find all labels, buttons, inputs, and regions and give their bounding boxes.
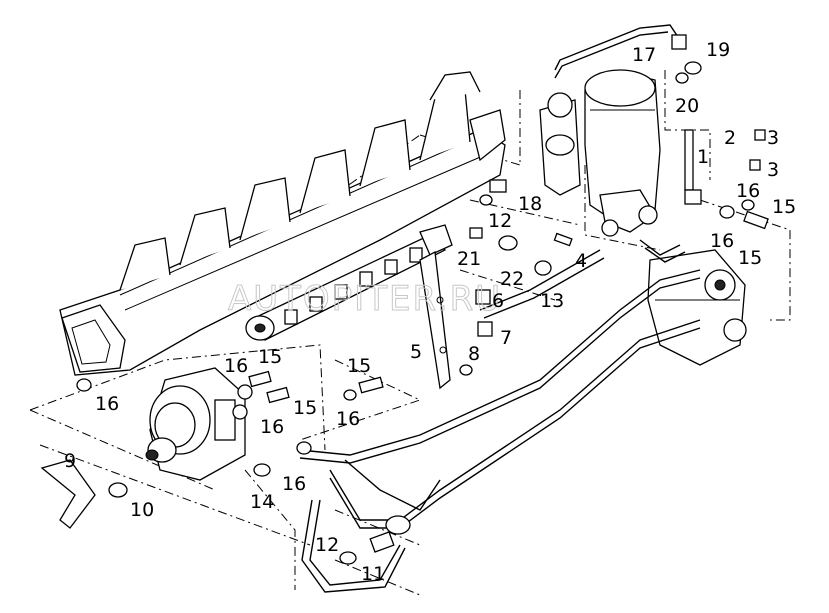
callout-15a: 15 — [258, 346, 282, 368]
callout-5: 5 — [410, 341, 422, 363]
callout-16f: 16 — [736, 180, 760, 202]
callout-12b: 12 — [315, 534, 339, 556]
callout-17: 17 — [632, 44, 656, 66]
fuel-lines — [299, 24, 701, 593]
callout-22: 22 — [500, 268, 524, 290]
callout-16e: 16 — [282, 473, 306, 495]
callout-16b: 16 — [224, 355, 248, 377]
rail-ports — [284, 247, 423, 325]
fuel-filter-assembly — [539, 69, 661, 237]
callout-12a: 12 — [488, 210, 512, 232]
high-pressure-pump — [145, 367, 253, 481]
callout-2: 2 — [724, 127, 736, 149]
callout-13: 13 — [540, 290, 564, 312]
callout-21: 21 — [457, 248, 481, 270]
callout-7: 7 — [500, 327, 512, 349]
callout-6: 6 — [492, 290, 504, 312]
callout-15b: 15 — [293, 397, 317, 419]
fittings-and-fasteners — [76, 34, 769, 565]
fuel-cooler — [647, 249, 747, 366]
callout-labels: 1 2 3 3 4 5 6 7 8 9 10 11 12 12 13 14 15… — [64, 39, 796, 585]
callout-19: 19 — [706, 39, 730, 61]
callout-16g: 16 — [710, 230, 734, 252]
callout-1: 1 — [697, 146, 709, 168]
callout-10: 10 — [130, 499, 154, 521]
callout-15d: 15 — [772, 196, 796, 218]
callout-14: 14 — [250, 491, 274, 513]
callout-15e: 15 — [738, 247, 762, 269]
callout-16d: 16 — [336, 408, 360, 430]
callout-9: 9 — [64, 450, 76, 472]
callout-4: 4 — [575, 250, 587, 272]
callout-20: 20 — [675, 95, 699, 117]
manifold-runners — [119, 71, 481, 291]
callout-11: 11 — [361, 563, 385, 585]
callout-16c: 16 — [260, 416, 284, 438]
brackets — [40, 250, 451, 529]
intake-manifold — [59, 71, 506, 376]
callout-8: 8 — [468, 343, 480, 365]
watermark-text: AUTOPITER.RU — [228, 279, 502, 319]
callout-18: 18 — [518, 193, 542, 215]
callout-15c: 15 — [347, 355, 371, 377]
callout-3a: 3 — [767, 127, 779, 149]
fuel-rail — [245, 224, 453, 341]
callout-16a: 16 — [95, 393, 119, 415]
callout-3b: 3 — [767, 159, 779, 181]
